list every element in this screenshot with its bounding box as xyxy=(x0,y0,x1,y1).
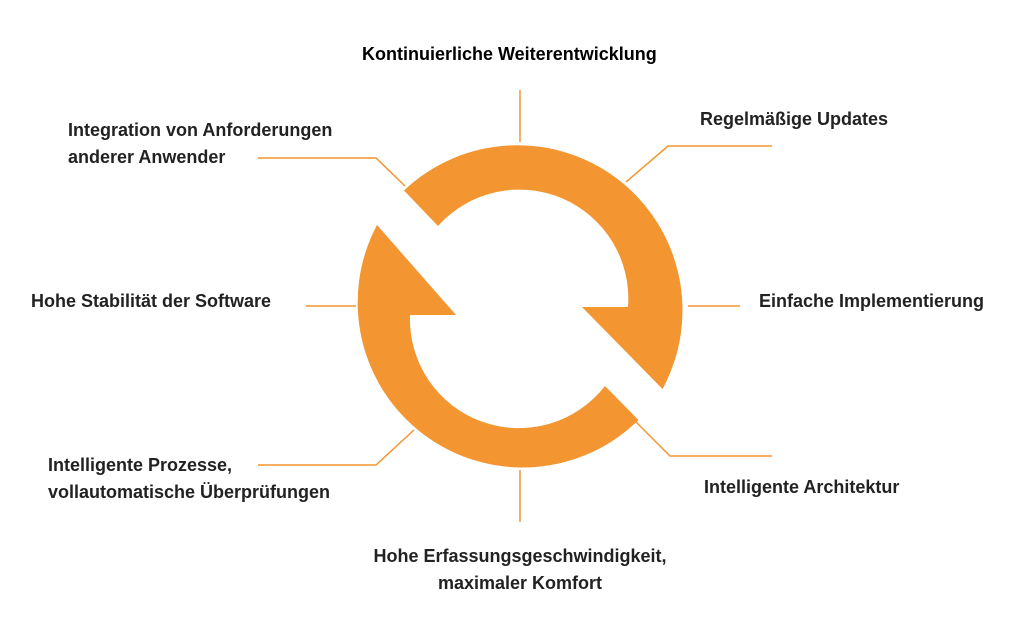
label-capture-line2: maximaler Komfort xyxy=(437,573,603,593)
label-implementation: Einfache Implementierung xyxy=(759,291,985,311)
label-architecture: Intelligente Architektur xyxy=(704,477,900,497)
label-processes-line1: Intelligente Prozesse, xyxy=(48,455,233,475)
label-processes: Intelligente Prozesse, vollautomatische … xyxy=(48,452,330,506)
label-stability: Hohe Stabilität der Software xyxy=(31,291,272,311)
circular-arrows-icon xyxy=(357,145,683,468)
label-integration: Integration von Anforderungen anderer An… xyxy=(68,117,332,171)
label-integration-line1: Integration von Anforderungen xyxy=(68,120,333,140)
arrow-upper-right xyxy=(404,145,683,389)
connector-updates xyxy=(625,145,772,183)
connector-lines xyxy=(258,90,772,522)
connector-processes xyxy=(258,429,415,466)
connector-architecture xyxy=(631,417,772,457)
label-integration-line2: anderer Anwender xyxy=(68,147,226,167)
label-capture-line1: Hohe Erfassungsgeschwindigkeit, xyxy=(373,546,667,566)
connector-integration xyxy=(258,157,406,187)
label-capture: Hohe Erfassungsgeschwindigkeit, maximale… xyxy=(370,543,670,597)
label-updates: Regelmäßige Updates xyxy=(700,109,889,129)
arrow-lower-left xyxy=(357,225,639,468)
label-processes-line2: vollautomatische Überprüfungen xyxy=(48,482,331,502)
diagram-title: Kontinuierliche Weiterentwicklung xyxy=(362,44,657,64)
